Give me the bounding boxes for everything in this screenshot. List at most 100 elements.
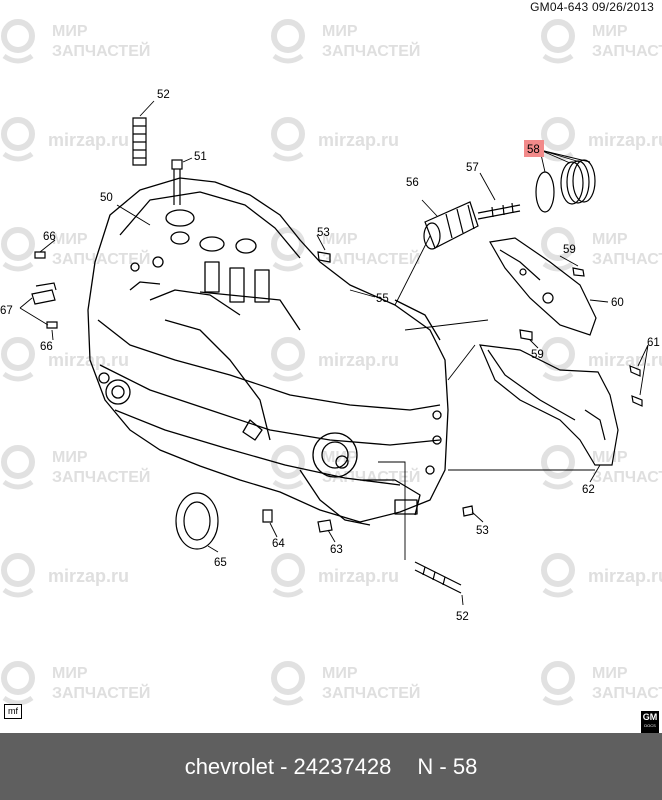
watermark-url: mirzap.ru: [318, 566, 399, 586]
callout-52-top: 52: [157, 89, 170, 101]
watermark-line2: ЗАПЧАСТЕЙ: [52, 467, 150, 486]
watermark-line2: ЗАПЧАСТЕЙ: [322, 41, 420, 60]
watermark-pin-icon: [271, 553, 305, 587]
callout-66-top: 66: [43, 231, 56, 243]
callout-60: 60: [611, 297, 624, 309]
callout-58-highlight: [524, 140, 544, 157]
shift-servo-assembly: [423, 159, 643, 466]
callout-66-bottom: 66: [40, 341, 53, 353]
watermark-swoosh-icon: [272, 53, 304, 64]
watermark-url: mirzap.ru: [48, 350, 129, 370]
watermark-line1: МИР: [592, 231, 628, 248]
watermark-swoosh-icon: [2, 479, 34, 490]
leader-lines: [19, 100, 649, 606]
callout-59-top: 59: [563, 244, 576, 256]
watermark-line2: ЗАПЧАСТЕЙ: [52, 683, 150, 702]
watermark-tile: mirzap.ru: [271, 117, 399, 162]
callout-59-bottom: 59: [531, 349, 544, 361]
watermark-url: mirzap.ru: [588, 130, 662, 150]
watermark-line1: МИР: [592, 449, 628, 466]
watermark-swoosh-icon: [272, 371, 304, 382]
watermark-swoosh-icon: [2, 53, 34, 64]
footer-bar: chevrolet - 24237428 N - 58: [0, 733, 662, 800]
fasteners: [31, 117, 474, 594]
doc-code: GM04-643: [530, 0, 589, 14]
watermark-pin-icon: [1, 19, 35, 53]
watermark-swoosh-icon: [272, 587, 304, 598]
watermark-tile: mirzap.ru: [541, 117, 662, 162]
watermark-line2: ЗАПЧАСТЕЙ: [322, 249, 420, 268]
watermark-line1: МИР: [52, 23, 88, 40]
watermark-swoosh-icon: [542, 151, 574, 162]
watermark-swoosh-icon: [2, 261, 34, 272]
footer-part-number: chevrolet - 24237428: [184, 753, 392, 779]
watermark-pin-icon: [1, 337, 35, 371]
watermark-tile: mirzap.ru: [271, 337, 399, 382]
watermark-line2: ЗАПЧАСТЕЙ: [592, 249, 662, 268]
doc-date: 09/26/2013: [591, 0, 654, 14]
gm-logo-sub: DOCS: [644, 723, 656, 728]
callouts: 52 51 50 66 67 66 53 55 56 57 58 59 60 5…: [0, 89, 660, 623]
watermark-pin-icon: [1, 117, 35, 151]
watermark-swoosh-icon: [542, 479, 574, 490]
parts-diagram: МИРЗАПЧАСТЕЙМИРЗАПЧАСТЕЙМИРЗАПЧАСТЕЙmirz…: [0, 19, 662, 706]
callout-63: 63: [330, 544, 343, 556]
watermark-pin-icon: [271, 445, 305, 479]
watermark-line1: МИР: [322, 231, 358, 248]
watermark-pin-icon: [1, 553, 35, 587]
document-header: GM04-643 09/26/2013: [530, 0, 654, 14]
watermark-url: mirzap.ru: [318, 350, 399, 370]
callout-65: 65: [214, 557, 227, 569]
watermark-pin-icon: [541, 553, 575, 587]
watermark-pin-icon: [541, 337, 575, 371]
watermark-pin-icon: [541, 227, 575, 261]
watermark-tile: mirzap.ru: [541, 553, 662, 598]
watermark-line1: МИР: [52, 665, 88, 682]
callout-56: 56: [406, 177, 419, 189]
watermark-swoosh-icon: [272, 695, 304, 706]
watermark-swoosh-icon: [2, 695, 34, 706]
watermark-pin-icon: [541, 19, 575, 53]
corner-label: mf: [4, 704, 22, 719]
watermark-line1: МИР: [322, 23, 358, 40]
watermark-line2: ЗАПЧАСТЕЙ: [322, 467, 420, 486]
watermark-line2: ЗАПЧАСТЕЙ: [592, 683, 662, 702]
watermark-pin-icon: [541, 445, 575, 479]
watermark-line2: ЗАПЧАСТЕЙ: [52, 41, 150, 60]
watermark-swoosh-icon: [542, 53, 574, 64]
watermark-swoosh-icon: [2, 587, 34, 598]
callout-50: 50: [100, 192, 113, 204]
callout-55: 55: [376, 293, 389, 305]
watermark-line1: МИР: [52, 231, 88, 248]
watermark-line1: МИР: [592, 23, 628, 40]
callout-61: 61: [647, 337, 660, 349]
watermark-line1: МИР: [52, 449, 88, 466]
watermark-swoosh-icon: [272, 261, 304, 272]
watermark-swoosh-icon: [542, 261, 574, 272]
watermark-tile: mirzap.ru: [1, 337, 129, 382]
watermark-swoosh-icon: [2, 151, 34, 162]
callout-53-top: 53: [317, 227, 330, 239]
watermark-swoosh-icon: [272, 479, 304, 490]
callout-51: 51: [194, 151, 207, 163]
watermark-line1: МИР: [322, 449, 358, 466]
watermark-url: mirzap.ru: [48, 130, 129, 150]
footer-reference: N - 58: [417, 753, 478, 779]
watermark-line2: ЗАПЧАСТЕЙ: [52, 249, 150, 268]
watermark-pin-icon: [271, 337, 305, 371]
watermark-pin-icon: [271, 19, 305, 53]
callout-53-bottom: 53: [476, 525, 489, 537]
watermark-swoosh-icon: [542, 695, 574, 706]
watermark-line2: ЗАПЧАСТЕЙ: [592, 467, 662, 486]
watermark-pin-icon: [271, 661, 305, 695]
watermark-url: mirzap.ru: [48, 566, 129, 586]
watermark-tile: mirzap.ru: [541, 337, 662, 382]
watermark-pin-icon: [541, 661, 575, 695]
watermark-url: mirzap.ru: [588, 566, 662, 586]
watermark-swoosh-icon: [542, 371, 574, 382]
